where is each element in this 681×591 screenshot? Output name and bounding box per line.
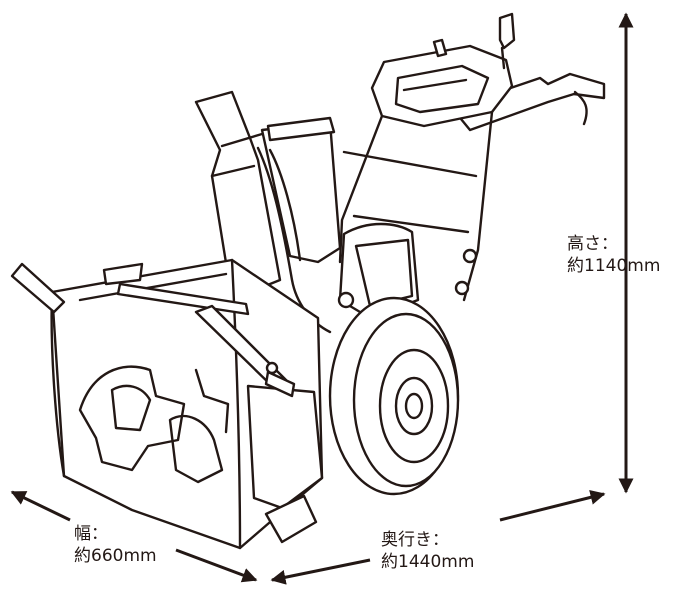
width-arrow-lower-icon <box>175 548 258 583</box>
height-name: 高さ： <box>567 234 618 254</box>
dimension-arrows <box>10 12 634 585</box>
width-dimension-label: 幅： 約660mm <box>74 523 157 567</box>
depth-arrow-left-icon <box>270 558 371 585</box>
snow-blower-body-icon <box>10 12 606 550</box>
depth-arrow-right-icon <box>499 489 606 522</box>
width-arrow-icon <box>10 490 71 522</box>
depth-dimension-label: 奥行き： 約1440mm <box>381 529 474 573</box>
height-dimension-label: 高さ： 約1140mm <box>567 233 660 277</box>
width-value: 約660mm <box>74 546 157 566</box>
height-value: 約1140mm <box>567 256 661 276</box>
width-name: 幅： <box>74 524 108 544</box>
depth-value: 約1440mm <box>381 552 475 572</box>
depth-name: 奥行き： <box>381 530 449 550</box>
